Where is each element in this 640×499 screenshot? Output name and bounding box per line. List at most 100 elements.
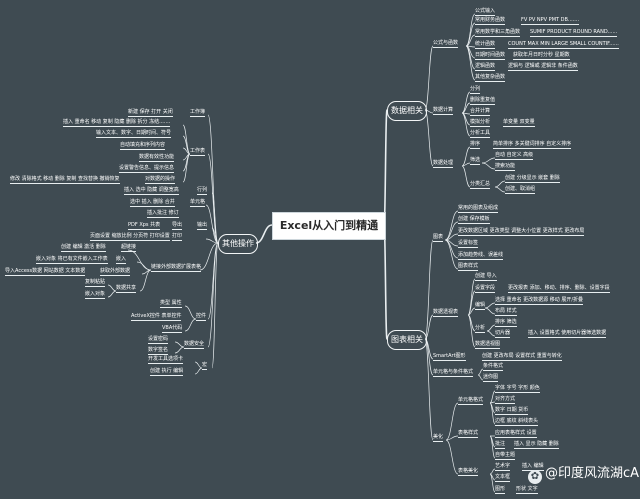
node-ws6[interactable]: 修改 清除格式 移动 删除 复制 查找替换 撤销恢复: [10, 176, 120, 184]
node-pdf[interactable]: PDF Xps 共表: [128, 222, 161, 230]
node-pivot[interactable]: 数据透视表: [433, 309, 459, 317]
node-embed[interactable]: 嵌入: [116, 256, 127, 264]
node-analysis[interactable]: 分析: [475, 325, 486, 333]
root-node[interactable]: Excel从入门到精通: [272, 212, 386, 240]
node-filter-b[interactable]: 搜索功能: [495, 163, 516, 171]
node-align[interactable]: 对齐方式: [495, 396, 516, 404]
node-output[interactable]: 输出: [197, 222, 208, 230]
node-number[interactable]: 数字 日期 货币: [495, 407, 529, 415]
node-edit[interactable]: 编辑: [475, 302, 486, 310]
node-ws7[interactable]: 对数据的操作: [145, 176, 176, 184]
node-embed-obj[interactable]: 嵌入对象: [85, 291, 106, 299]
node-picture[interactable]: 图形: [495, 486, 506, 494]
node-print[interactable]: 打印: [172, 233, 183, 241]
node-formula-input[interactable]: 公式输入: [475, 8, 496, 16]
node-dev-tool[interactable]: 开发工具选项卡: [148, 356, 184, 364]
node-cell-items[interactable]: 选中 插入 删除 合并: [130, 199, 175, 207]
node-subtotal-b[interactable]: 创建、取消组: [505, 186, 536, 194]
node-c2[interactable]: 创建 保存模板: [458, 216, 490, 224]
node-smartart[interactable]: SmartArt图形: [433, 353, 466, 361]
node-cell[interactable]: 单元格: [190, 199, 206, 207]
node-logic-items[interactable]: 逻辑与 逻辑或 逻辑非 条件函数: [508, 63, 578, 71]
node-macro-items[interactable]: 创建 执行 编辑: [150, 368, 184, 376]
node-security[interactable]: 数据安全: [184, 341, 205, 349]
node-text-box[interactable]: 文本框: [495, 474, 511, 482]
node-smartart-items[interactable]: 创建 更改布局 设置样式 重置与转化: [482, 353, 562, 361]
node-import-items[interactable]: 导入Access数据 网站数据 文本数据: [5, 268, 86, 276]
node-data-share[interactable]: 数据共享: [116, 285, 137, 293]
node-stat-func[interactable]: 统计函数: [475, 41, 496, 49]
node-link-share[interactable]: 链接外部数据扩展表格: [151, 264, 202, 272]
node-pivot-style[interactable]: 布局 样式: [495, 308, 517, 316]
node-apply-style[interactable]: 应用表格样式 设置: [495, 430, 537, 438]
node-c5[interactable]: 添加趋势线、误差线: [458, 252, 504, 260]
node-type-attr[interactable]: 类型 属性: [160, 300, 182, 308]
node-macro[interactable]: 宏: [202, 362, 208, 370]
node-merge-calc[interactable]: 合并计算: [470, 108, 491, 116]
node-worksheet[interactable]: 工作表: [190, 148, 206, 156]
node-pivot-chart[interactable]: 数据透视图: [475, 341, 501, 349]
node-art-text[interactable]: 艺术字: [495, 463, 511, 471]
node-workbook-items[interactable]: 新建 保存 打开 关闭: [128, 109, 173, 117]
node-date-items[interactable]: 获取年月日时分秒 星期数: [513, 52, 570, 60]
node-filter[interactable]: 筛选: [470, 157, 481, 165]
node-sort[interactable]: 排序: [470, 141, 481, 149]
node-stat-items[interactable]: COUNT MAX MIN LARGE SMALL COUNTIF......: [508, 41, 619, 49]
node-password[interactable]: 设置密码: [148, 336, 169, 344]
node-note[interactable]: 批注: [495, 441, 506, 449]
node-simulate-items[interactable]: 单变量 双变量: [503, 119, 535, 127]
node-cond2[interactable]: 迷你图: [483, 374, 499, 382]
node-date-func[interactable]: 日期时间函数: [475, 52, 506, 60]
node-border[interactable]: 边框 底纹 斜线表头: [495, 418, 539, 426]
node-embed-items[interactable]: 嵌入对象 将已有文件嵌入工作表: [36, 256, 108, 264]
node-print-items[interactable]: 页面设置 缩放比例 分页符 打印设置: [90, 233, 170, 241]
node-slicer-items[interactable]: 插入 设置格式 使用切片器筛选数据: [528, 330, 607, 338]
node-hyperlink-items[interactable]: 创建 编辑 激活 删除: [61, 244, 106, 252]
node-set-field-items[interactable]: 更改报表 添加、移动、排序、删除、设置字段: [508, 285, 610, 293]
node-ws1[interactable]: 插入 重命名 移动 复制 隐藏 删除 拆分 冻结.......: [63, 119, 171, 127]
node-edit-items[interactable]: 选择 重命名 更改数据源 移动 展开/折叠: [495, 297, 584, 305]
node-cond-format[interactable]: 单元格与条件格式: [433, 369, 474, 377]
branch-data[interactable]: 数据相关: [387, 101, 427, 121]
node-other-func[interactable]: 其他复杂函数: [475, 74, 506, 82]
node-c1[interactable]: 常用的图表及组成: [458, 205, 499, 213]
node-remove-dup[interactable]: 删除重复值: [470, 97, 496, 105]
node-ws4[interactable]: 数据有效性功能: [139, 154, 175, 162]
node-row-items[interactable]: 插入 选中 隐藏 调整宽高: [124, 187, 179, 195]
node-sort-filter[interactable]: 排序 筛选: [495, 319, 517, 327]
node-subtotal[interactable]: 分类汇总: [470, 181, 491, 189]
branch-other[interactable]: 其他操作: [218, 234, 258, 254]
node-cond1[interactable]: 条件格式: [483, 363, 504, 371]
node-control[interactable]: 控件: [196, 313, 207, 321]
node-data-calc[interactable]: 数据计算: [433, 107, 454, 115]
branch-chart[interactable]: 图表相关: [387, 330, 427, 350]
node-set-field[interactable]: 设置字段: [475, 285, 496, 293]
node-beautify[interactable]: 美化: [433, 434, 444, 442]
node-subtotal-a[interactable]: 创建 分级显示 嵌套 删除: [505, 175, 560, 183]
node-signature[interactable]: 数字签名: [148, 347, 169, 355]
node-export[interactable]: 导出: [172, 222, 183, 230]
node-c3[interactable]: 更改数据区域 更改类型 调整大小位置 更改样式 更改布局: [458, 228, 585, 236]
node-vba[interactable]: VBA代码: [162, 325, 183, 333]
node-formula-func[interactable]: 公式与函数: [433, 40, 459, 48]
node-data-process[interactable]: 数据处理: [433, 160, 454, 168]
node-table-decor[interactable]: 表格美化: [458, 468, 479, 476]
node-filter-a[interactable]: 自动 自定义 高级: [495, 152, 534, 160]
node-sort-items[interactable]: 简单排序 多关键词排序 自定义排序: [493, 141, 572, 149]
node-picture-items[interactable]: 形状 文字: [516, 486, 538, 494]
node-paste[interactable]: 复制粘贴: [85, 279, 106, 287]
node-logic-func[interactable]: 逻辑函数: [475, 63, 496, 71]
node-workbook[interactable]: 工作簿: [190, 109, 206, 117]
node-ws2[interactable]: 输入文本、数字、日期时间、符号: [96, 130, 172, 138]
node-common-finance[interactable]: 常用财务函数: [475, 17, 506, 25]
node-cell-format[interactable]: 单元格格式: [458, 397, 484, 405]
node-charts[interactable]: 图表: [433, 234, 444, 242]
node-c4[interactable]: 设置标签: [458, 240, 479, 248]
node-table-style[interactable]: 表格样式: [458, 430, 479, 438]
node-simulate[interactable]: 模拟分析: [470, 119, 491, 127]
node-activex[interactable]: ActiveX控件 表单控件: [131, 313, 182, 321]
node-theme[interactable]: 自带主题: [495, 452, 516, 460]
node-font[interactable]: 字体 字号 字形 颜色: [495, 385, 540, 393]
node-annotation-items[interactable]: 插入批注 修订: [147, 210, 179, 218]
node-finance-items[interactable]: FV PV NPV PMT DB.......: [521, 17, 580, 25]
